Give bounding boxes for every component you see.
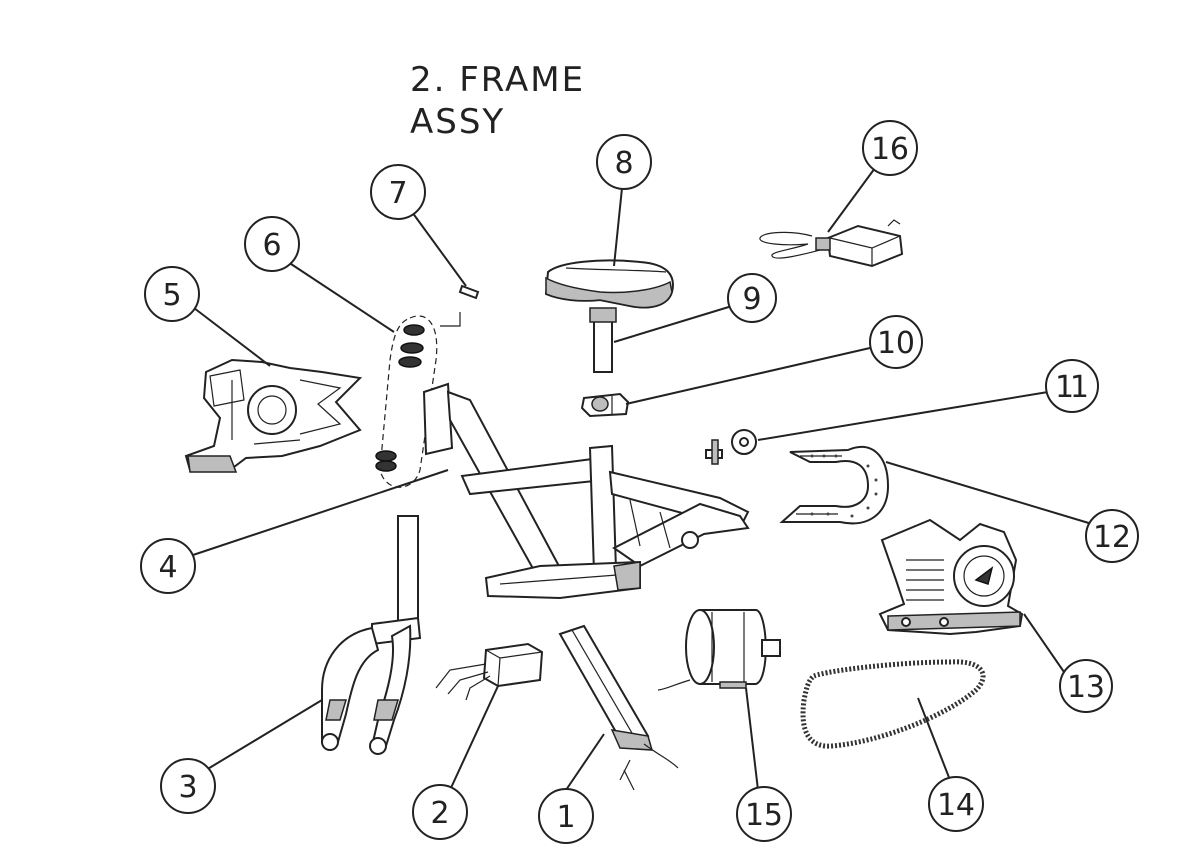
leader-line-13 — [1023, 613, 1065, 673]
callout-9: 9 — [727, 273, 777, 323]
callout-15: 15 — [736, 786, 792, 842]
charger-part — [759, 219, 904, 268]
leader-line-4 — [189, 469, 449, 557]
callout-4: 4 — [140, 538, 196, 594]
callout-label-6: 6 — [262, 228, 281, 263]
callout-label-16: 16 — [871, 132, 909, 167]
pin-part — [458, 284, 480, 300]
diagram-title-line-2: ASSY — [410, 102, 506, 142]
leader-line-10 — [625, 347, 871, 405]
leader-line-9 — [613, 305, 733, 343]
seat-clamp-part — [580, 392, 630, 418]
callout-label-8: 8 — [614, 146, 633, 181]
callout-label-3: 3 — [178, 770, 197, 805]
chain-part — [800, 659, 986, 749]
leader-line-3 — [205, 699, 323, 771]
callout-label-13: 13 — [1067, 670, 1105, 705]
callout-label-7: 7 — [388, 176, 407, 211]
callout-label-14: 14 — [937, 788, 975, 823]
callout-7: 7 — [370, 164, 426, 220]
callout-3: 3 — [160, 758, 216, 814]
callout-16: 16 — [862, 120, 918, 176]
callout-13: 13 — [1059, 659, 1113, 713]
leader-line-16 — [827, 167, 876, 233]
callout-5: 5 — [144, 266, 200, 322]
callout-8: 8 — [596, 134, 652, 190]
bearing-set-part — [375, 312, 461, 488]
leader-line-14 — [917, 697, 951, 781]
rear-cover-part — [184, 358, 363, 473]
leader-line-2 — [449, 685, 499, 791]
battery-pack-part — [558, 624, 679, 791]
callout-10: 10 — [869, 315, 923, 369]
engine-cover-part — [878, 518, 1024, 636]
callout-label-11: 11 — [1055, 370, 1089, 405]
callout-1: 1 — [538, 788, 594, 844]
seat-part — [544, 259, 674, 309]
callout-label-15: 15 — [745, 798, 783, 833]
leader-line-15 — [745, 687, 759, 791]
leader-lines — [189, 167, 1093, 791]
leader-line-12 — [885, 461, 1093, 525]
callout-label-5: 5 — [162, 278, 181, 313]
leader-line-11 — [757, 391, 1049, 441]
main-frame-part — [422, 382, 750, 600]
callout-label-10: 10 — [877, 326, 915, 361]
leader-line-6 — [287, 261, 395, 333]
controller-box-part — [435, 642, 544, 701]
axle-washer-part — [705, 429, 757, 465]
leader-line-1 — [565, 733, 605, 791]
callout-14: 14 — [928, 776, 984, 832]
callout-6: 6 — [244, 216, 300, 272]
callout-label-2: 2 — [430, 796, 449, 831]
leader-line-8 — [613, 187, 623, 267]
callout-label-4: 4 — [158, 550, 177, 585]
motor-part — [657, 609, 781, 691]
callout-11: 11 — [1045, 359, 1099, 413]
callout-label-12: 12 — [1093, 520, 1131, 555]
front-fork-part — [321, 515, 422, 755]
chain-guard-part — [779, 445, 890, 525]
callout-label-9: 9 — [742, 282, 761, 317]
callout-12: 12 — [1085, 509, 1139, 563]
leader-line-7 — [411, 211, 467, 287]
diagram-title-line-1: 2. FRAME — [410, 60, 586, 100]
leader-line-5 — [193, 307, 271, 367]
callout-2: 2 — [412, 784, 468, 840]
seat-post-part — [589, 307, 617, 373]
callout-label-1: 1 — [556, 800, 575, 835]
